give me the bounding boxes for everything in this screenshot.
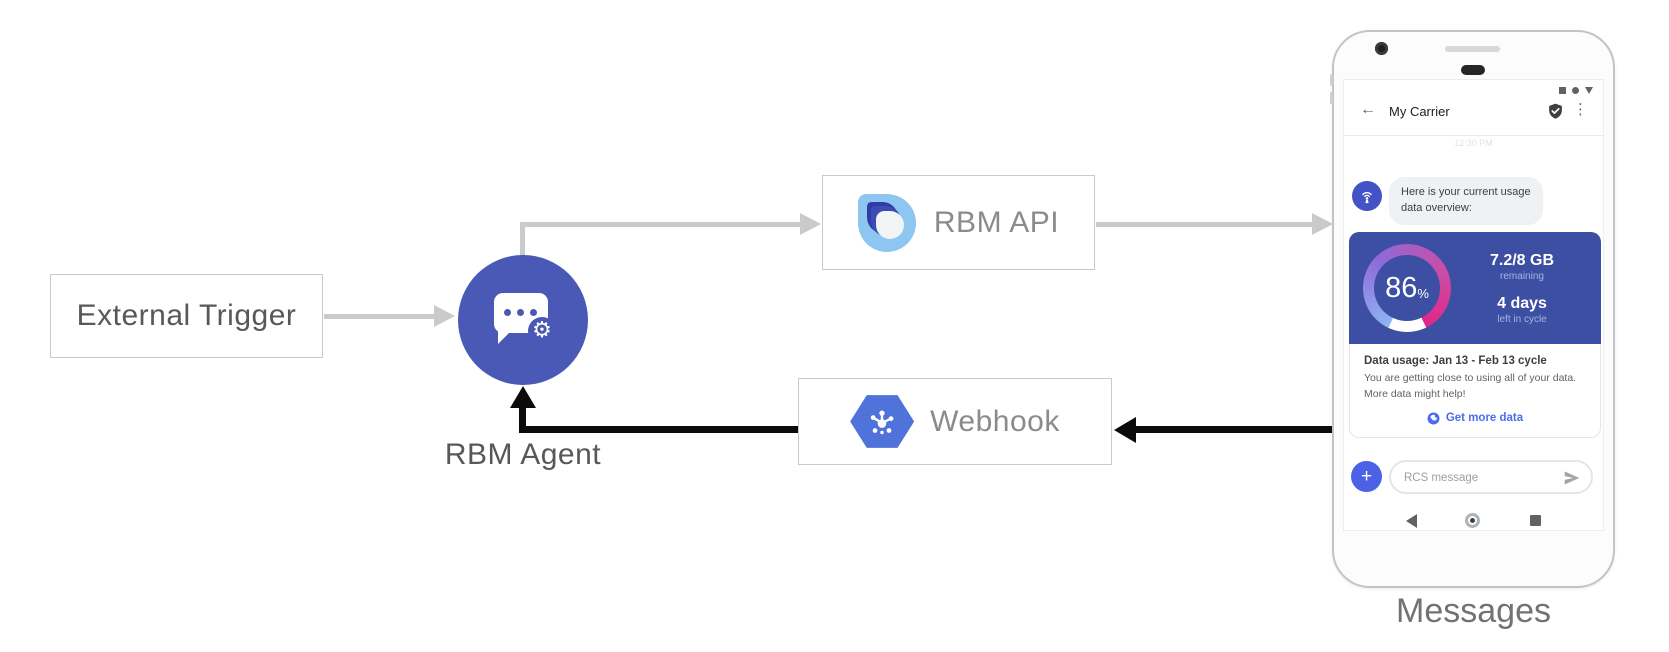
days-label: left in cycle [1497,313,1547,325]
earpiece [1461,65,1485,75]
webhook-label: Webhook [930,404,1060,438]
status-bar-icons [1559,87,1593,94]
usage-gauge: 86 % [1363,244,1451,332]
message-timestamp: 12:30 PM [1454,138,1493,148]
volume-button [1330,74,1333,86]
usage-card-text: You are getting close to using all of yo… [1364,372,1577,400]
nav-recents-button[interactable] [1530,515,1541,526]
arrow-trigger-to-agent-head [434,305,455,327]
status-dot-icon [1572,87,1579,94]
nav-home-button[interactable] [1465,513,1480,528]
quota-value: 7.2/8 GB [1489,251,1555,269]
quota-label: remaining [1500,270,1544,282]
back-arrow-icon[interactable]: ← [1360,101,1376,118]
arrow-agent-to-api-head [800,213,821,235]
usage-rich-card: 86 % 7.2/8 GB remaining 4 days left in c… [1349,232,1601,438]
usage-percent-sign: % [1417,285,1429,301]
rcs-message-input[interactable] [1404,464,1554,492]
phone-screen: ← My Carrier ⋮ 12:30 PM Here [1343,79,1604,531]
send-icon[interactable] [1563,470,1581,486]
arrow-trigger-to-agent-line [324,314,434,319]
usage-card-header: 86 % 7.2/8 GB remaining 4 days left in c… [1349,232,1601,344]
arrow-phone-to-webhook-head [1114,417,1136,443]
arrow-webhook-to-agent-line [519,426,798,433]
arrow-api-to-phone-head [1312,213,1333,235]
external-trigger-label: External Trigger [76,299,297,332]
usage-card-body: Data usage: Jan 13 - Feb 13 cycle You ar… [1349,344,1601,438]
speaker-grille [1445,46,1500,52]
phone-device: ← My Carrier ⋮ 12:30 PM Here [1330,30,1615,588]
arrow-api-to-phone-line [1096,222,1312,227]
chat-bubble-gear-icon: ⚙ [492,293,558,351]
days-value: 4 days [1497,294,1547,312]
status-square-icon [1559,87,1566,94]
verified-badge-icon [1547,102,1564,120]
carrier-avatar [1352,181,1382,211]
header-divider [1344,135,1603,136]
rbm-api-node: RBM API [822,175,1095,270]
attach-plus-button[interactable]: + [1351,461,1382,492]
nav-back-button[interactable] [1406,514,1417,528]
get-more-data-button[interactable]: Get more data [1364,412,1586,425]
arrow-agent-to-api-line [520,222,800,227]
power-button [1330,92,1333,104]
external-trigger-node: External Trigger [50,274,323,358]
usage-card-title: Data usage: Jan 13 - Feb 13 cycle [1364,355,1547,367]
rbm-api-label: RBM API [933,205,1060,239]
webhook-node: Webhook [798,378,1112,465]
overflow-menu-icon[interactable]: ⋮ [1573,101,1588,118]
antenna-icon [1362,192,1372,204]
messages-caption: Messages [1396,592,1551,630]
front-camera [1375,42,1388,55]
conversation-title: My Carrier [1389,104,1450,119]
incoming-message-bubble: Here is your current usage data overview… [1389,177,1543,225]
arrow-webhook-to-agent-head [510,386,536,408]
arrow-agent-to-api-vertical [520,222,525,258]
rbm-agent-label: RBM Agent [444,438,602,471]
status-triangle-icon [1585,87,1593,94]
rbm-api-logo-icon [857,193,916,252]
rbm-agent-node: ⚙ [458,255,588,385]
webhook-hexagon-icon [850,395,915,448]
compose-field-container [1389,460,1593,494]
usage-percent: 86 [1385,271,1418,304]
globe-icon [1427,412,1440,424]
arrow-webhook-to-agent-vertical [519,404,526,430]
arrow-phone-to-webhook-line [1136,426,1332,433]
